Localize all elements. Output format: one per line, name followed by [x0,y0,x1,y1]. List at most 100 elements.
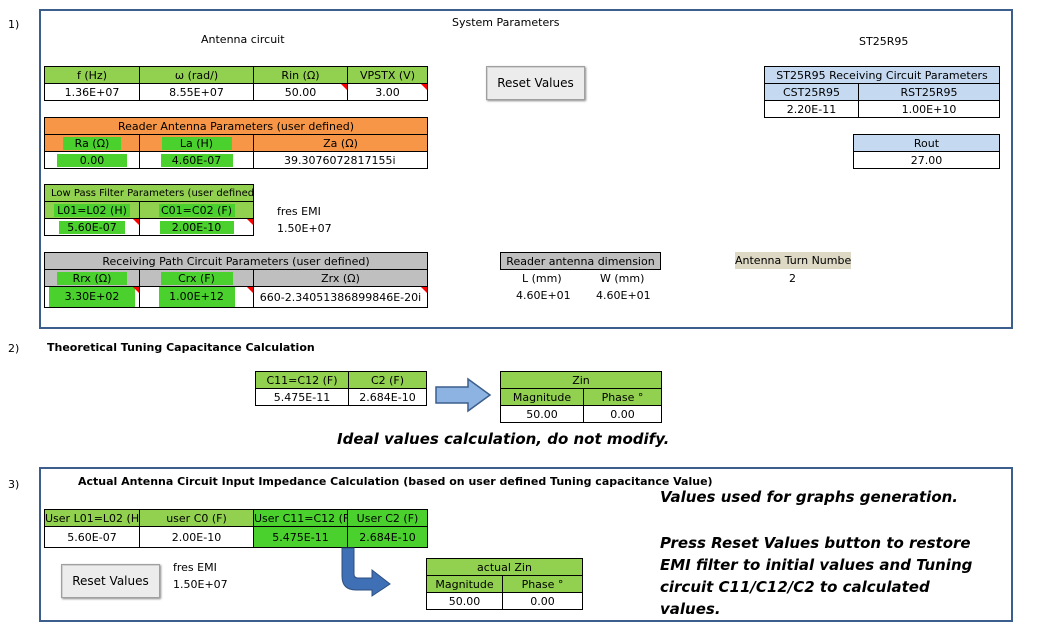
cell-omega[interactable]: 8.55E+07 [139,83,254,101]
cell-f[interactable]: 1.36E+07 [44,83,140,101]
cell-crx-value: 1.00E+12 [158,287,235,307]
header-c11: C11=C12 (F) [255,371,349,389]
receiving-path-table: Receiving Path Circuit Parameters (user … [44,252,428,308]
receiving-circuit-table: ST25R95 Receiving Circuit Parameters CST… [763,66,1001,118]
step-3-label: 3) [8,478,20,491]
cell-user-c0[interactable]: 2.00E-10 [139,526,254,548]
header-c01: C01=C02 (F) [139,201,254,219]
receiving-circuit-title: ST25R95 Receiving Circuit Parameters [763,66,1001,84]
cell-ra-value: 0.00 [57,153,127,167]
header-rout: Rout [853,134,1000,152]
cell-l01-value: 5.60E-07 [59,220,125,234]
cell-l01[interactable]: 5.60E-07 [44,218,140,236]
cell-vpstx[interactable]: 3.00 [347,83,428,101]
header-vpstx: VPSTX (V) [347,66,428,84]
header-l01: L01=L02 (H) [44,201,140,219]
zin-table: Zin Magnitude Phase ° 50.00 0.00 [499,371,663,423]
dimension-w-value[interactable]: 4.60E+01 [596,289,651,302]
low-pass-filter-table: Low Pass Filter Parameters (user defined… [44,184,254,236]
cell-ra[interactable]: 0.00 [44,151,140,169]
header-actual-phase: Phase ° [502,575,583,593]
fres-emi-label: fres EMI [277,205,321,218]
fres-emi-value-2: 1.50E+07 [173,578,228,591]
cell-user-c11[interactable]: 5.475E-11 [253,526,348,548]
header-crx: Crx (F) [139,269,254,287]
header-ra-label: Ra (Ω) [63,136,121,150]
system-parameters-title: System Parameters [452,16,560,29]
antenna-circuit-label: Antenna circuit [201,33,285,46]
right-arrow-icon [435,377,492,413]
header-f: f (Hz) [44,66,140,84]
header-c01-label: C01=C02 (F) [158,203,235,217]
reader-antenna-title: Reader Antenna Parameters (user defined) [43,117,429,135]
header-rrx: Rrx (Ω) [44,269,140,287]
fres-emi-value: 1.50E+07 [277,222,332,235]
header-user-l01: User L01=L02 (H) [44,509,140,527]
cell-c2: 2.684E-10 [348,388,427,406]
cell-rrx[interactable]: 3.30E+02 [44,286,140,308]
user-values-table: User L01=L02 (H) user C0 (F) User C11=C1… [44,509,428,548]
antenna-dimension-table: Reader antenna dimension [500,252,661,270]
rout-table: Rout 27.00 [853,134,1000,169]
step-2-label: 2) [8,342,20,355]
cell-rout[interactable]: 27.00 [853,151,1000,169]
header-za: Za (Ω) [252,134,429,152]
cell-zin-magnitude: 50.00 [500,405,584,423]
antenna-turn-value[interactable]: 2 [789,272,796,285]
header-zrx: Zrx (Ω) [253,269,428,287]
cell-zrx[interactable]: 660-2.34051386899846E-20i [253,286,428,308]
cell-zin-phase: 0.00 [582,405,663,423]
cell-actual-magnitude: 50.00 [426,592,503,610]
cell-la[interactable]: 4.60E-07 [139,151,254,169]
ideal-values-note: Ideal values calculation, do not modify. [337,430,670,448]
header-zin-magnitude: Magnitude [500,388,584,406]
actual-impedance-title: Actual Antenna Circuit Input Impedance C… [78,475,713,488]
cell-c11: 5.475E-11 [255,388,349,406]
header-user-c2: User C2 (F) [347,509,428,527]
header-ra: Ra (Ω) [44,134,140,152]
antenna-dimension-title: Reader antenna dimension [500,252,661,270]
cell-za[interactable]: 39.3076072817155i [252,151,429,169]
system-params-table: f (Hz) ω (rad/) Rin (Ω) VPSTX (V) 1.36E+… [44,66,428,101]
dimension-l-value[interactable]: 4.60E+01 [516,289,571,302]
header-rst25r95: RST25R95 [857,83,1001,101]
cell-la-value: 4.60E-07 [160,153,233,167]
header-l01-label: L01=L02 (H) [54,203,130,217]
header-omega: ω (rad/) [139,66,254,84]
header-crx-label: Crx (F) [160,271,233,285]
cell-actual-phase: 0.00 [502,592,583,610]
header-rrx-label: Rrx (Ω) [57,271,127,285]
chip-label: ST25R95 [859,35,909,48]
antenna-turn-title: Antenna Turn Number [735,252,851,269]
header-rin: Rin (Ω) [253,66,348,84]
fres-emi-label-2: fres EMI [173,561,217,574]
cell-crx[interactable]: 1.00E+12 [139,286,254,308]
dimension-w-header: W (mm) [600,272,645,285]
header-actual-magnitude: Magnitude [426,575,503,593]
cell-c01-value: 2.00E-10 [159,220,234,234]
actual-zin-table: actual Zin Magnitude Phase ° 50.00 0.00 [426,558,583,610]
cell-user-l01[interactable]: 5.60E-07 [44,526,140,548]
graphs-note: Values used for graphs generation. [660,488,959,506]
actual-impedance-panel [39,467,1013,622]
down-right-arrow-icon [341,547,391,597]
cell-rrx-value: 3.30E+02 [49,287,135,307]
header-la: La (H) [139,134,254,152]
low-pass-filter-title: Low Pass Filter Parameters (user defined… [44,184,254,202]
actual-zin-title: actual Zin [426,558,583,576]
tuning-capacitance-table: C11=C12 (F) C2 (F) 5.475E-11 2.684E-10 [255,371,427,406]
theoretical-tuning-title: Theoretical Tuning Capacitance Calculati… [47,341,315,354]
cell-rst25r95[interactable]: 1.00E+10 [857,100,1001,118]
reset-values-button-bottom[interactable]: Reset Values [61,564,160,598]
header-la-label: La (H) [161,136,232,150]
cell-user-c2[interactable]: 2.684E-10 [347,526,428,548]
header-user-c11: User C11=C12 (F) [253,509,348,527]
dimension-l-header: L (mm) [522,272,562,285]
cell-c01[interactable]: 2.00E-10 [139,218,254,236]
reset-values-button-top[interactable]: Reset Values [486,66,585,100]
receiving-path-title: Receiving Path Circuit Parameters (user … [44,252,428,270]
cell-cst25r95[interactable]: 2.20E-11 [764,100,859,118]
system-parameters-panel [39,9,1013,329]
header-user-c0: user C0 (F) [139,509,254,527]
cell-rin[interactable]: 50.00 [253,83,348,101]
